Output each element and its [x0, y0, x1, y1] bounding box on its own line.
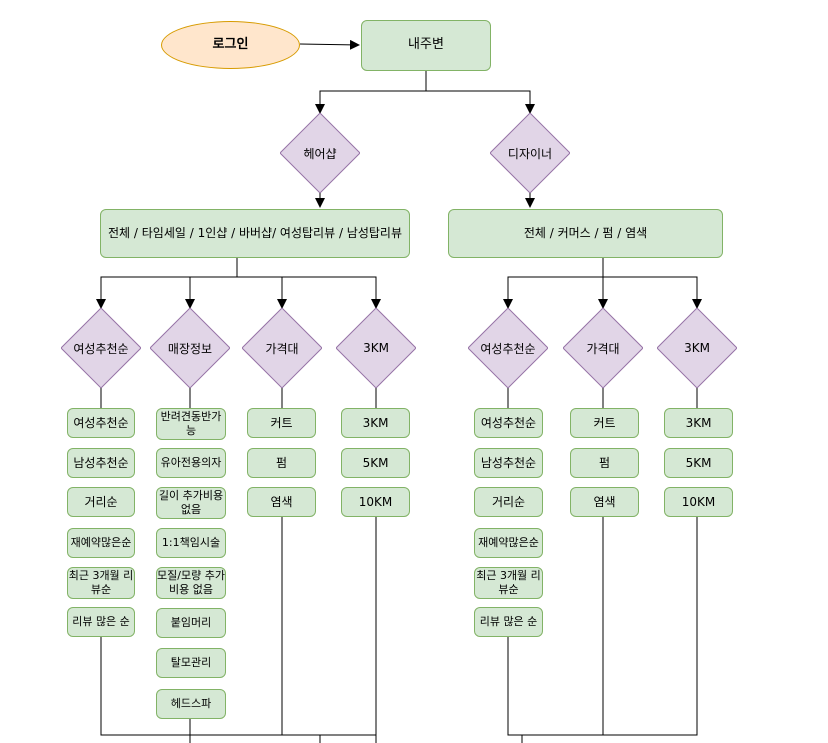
list-item: 최근 3개월 리뷰순 [474, 567, 543, 599]
hairshop-filter-node: 전체 / 타임세일 / 1인샵 / 바버샵/ 여성탑리뷰 / 남성탑리뷰 [100, 209, 410, 258]
diamond-label: 3KM [684, 341, 710, 355]
nearby-node: 내주변 [361, 20, 491, 71]
hair-women-recommend-diamond: 여성추천순 [61, 308, 141, 388]
designer-distance-diamond: 3KM [657, 308, 737, 388]
list-item: 염색 [247, 487, 316, 517]
list-item: 반려견동반가능 [156, 408, 226, 440]
list-item: 5KM [341, 448, 410, 478]
list-item: 펌 [247, 448, 316, 478]
list-item: 1:1책임시술 [156, 528, 226, 558]
hair-store-info-diamond: 매장정보 [150, 308, 230, 388]
hairshop-label: 헤어샵 [303, 146, 337, 161]
list-item: 탈모관리 [156, 648, 226, 678]
list-item: 염색 [570, 487, 639, 517]
diamond-label: 여성추천순 [73, 341, 129, 356]
list-item: 10KM [664, 487, 733, 517]
designer-label: 디자이너 [507, 146, 553, 161]
list-item: 리뷰 많은 순 [67, 607, 135, 637]
list-item: 리뷰 많은 순 [474, 607, 543, 637]
hairshop-diamond: 헤어샵 [280, 113, 360, 193]
designer-filter-node: 전체 / 커머스 / 펌 / 염색 [448, 209, 723, 258]
designer-price-diamond: 가격대 [563, 308, 643, 388]
list-item: 재예약많은순 [474, 528, 543, 558]
diamond-label: 매장정보 [167, 341, 213, 356]
list-item: 길이 추가비용 없음 [156, 487, 226, 519]
list-item: 남성추천순 [474, 448, 543, 478]
list-item: 모질/모량 추가비용 없음 [156, 567, 226, 599]
list-item: 커트 [570, 408, 639, 438]
diamond-label: 여성추천순 [480, 341, 536, 356]
list-item: 10KM [341, 487, 410, 517]
edge-nearby-designer [426, 90, 535, 114]
edge-nearby-hairshop [315, 71, 427, 114]
list-item: 여성추천순 [474, 408, 543, 438]
list-item: 붙임머리 [156, 608, 226, 638]
list-item: 3KM [664, 408, 733, 438]
edge-login-nearby [299, 39, 360, 50]
list-item: 3KM [341, 408, 410, 438]
designer-diamond: 디자이너 [490, 113, 570, 193]
login-node: 로그인 [161, 21, 300, 69]
diamond-label: 3KM [363, 341, 389, 355]
hair-distance-diamond: 3KM [336, 308, 416, 388]
list-item: 거리순 [67, 487, 135, 517]
list-item: 재예약많은순 [67, 528, 135, 558]
list-item: 남성추천순 [67, 448, 135, 478]
diamond-label: 가격대 [265, 341, 299, 356]
list-item: 여성추천순 [67, 408, 135, 438]
list-item: 5KM [664, 448, 733, 478]
edge-designerfilter-split [503, 258, 604, 309]
list-item: 커트 [247, 408, 316, 438]
list-item: 헤드스파 [156, 689, 226, 719]
designer-women-recommend-diamond: 여성추천순 [468, 308, 548, 388]
list-item: 펌 [570, 448, 639, 478]
list-item: 유아전용의자 [156, 448, 226, 478]
list-item: 거리순 [474, 487, 543, 517]
edge-hairfilter-split [96, 258, 238, 309]
hair-price-diamond: 가격대 [242, 308, 322, 388]
diamond-label: 가격대 [586, 341, 620, 356]
list-item: 최근 3개월 리뷰순 [67, 567, 135, 599]
